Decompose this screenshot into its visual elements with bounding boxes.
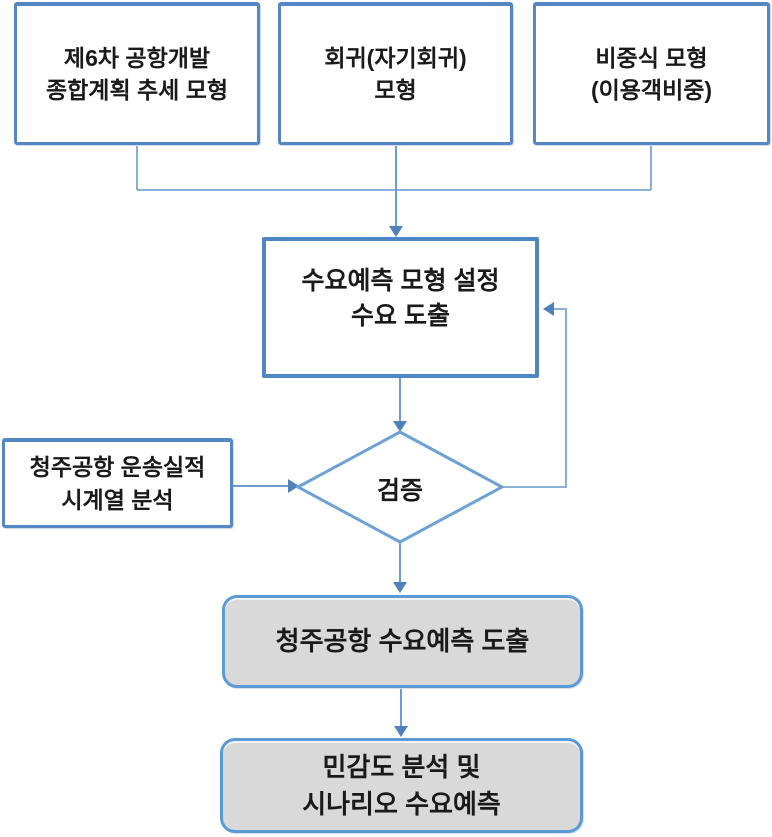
node-timeseries-analysis: 청주공항 운송실적 시계열 분석 [2,438,233,528]
arrowhead-to-process-top [389,226,403,237]
arrowhead-to-decision-top [393,421,407,432]
node-plan-trend-model: 제6차 공항개발 종합계획 추세 모형 [14,2,260,145]
node-sensitivity-scenario: 민감도 분석 및 시나리오 수요예측 [220,738,583,833]
arrowhead-to-result-top [393,582,407,593]
node-verification-label: 검증 [376,477,423,505]
feedback-decision-to-process [502,308,567,488]
node-weight-model: 비중식 모형 (이용객비중) [533,2,770,145]
node-demand-forecast-setup: 수요예측 모형 설정 수요 도출 [262,237,539,378]
arrowhead-to-sensitivity-top [394,726,408,737]
arrowhead-to-decision-left [288,479,299,493]
node-regression-model: 회귀(자기회귀) 모형 [278,2,513,145]
arrowhead-feedback-into-process [543,302,554,316]
node-demand-forecast-result: 청주공항 수요예측 도출 [222,595,583,688]
decision-diamond-shape [294,430,506,544]
